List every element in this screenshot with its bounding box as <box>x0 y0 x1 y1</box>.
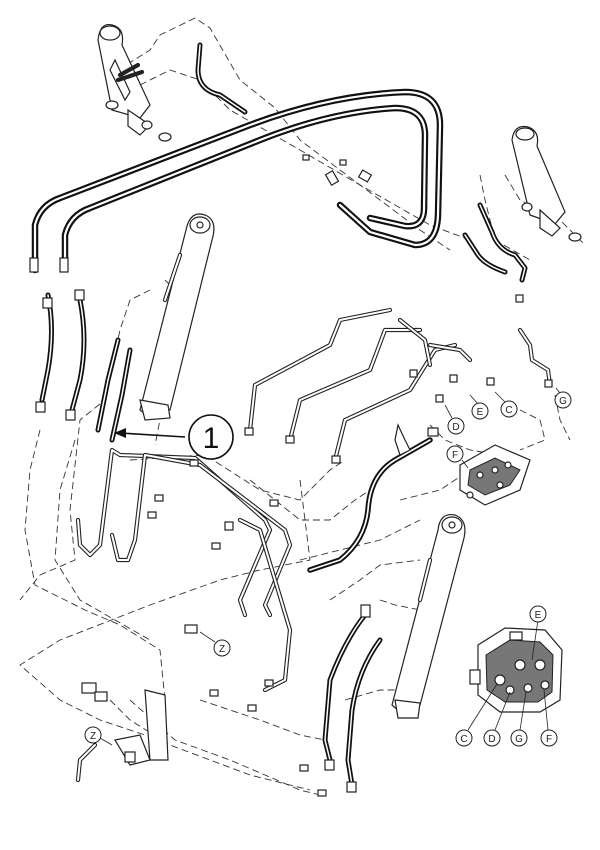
item-1-circle <box>188 414 234 460</box>
callout-valve-g: G <box>510 691 528 747</box>
middle-left-cylinder <box>139 213 215 421</box>
control-valve-inset <box>469 627 563 713</box>
callout-z2: Z <box>84 726 113 746</box>
left-hoses <box>29 257 133 443</box>
callout-c: C <box>494 391 518 418</box>
callout-valve-f-label: F <box>546 734 552 745</box>
callout-valve-d-label: D <box>488 734 495 745</box>
callout-z1: Z <box>199 631 231 657</box>
callout-valve-c: C <box>455 683 498 747</box>
callout-valve-c-label: C <box>460 734 467 745</box>
callout-e: E <box>469 394 489 420</box>
callout-g-label: G <box>559 396 567 407</box>
callout-d-label: D <box>452 422 459 433</box>
callout-f-label: F <box>452 450 458 461</box>
lower-left-bracket <box>81 682 169 766</box>
dashed-routing-lines <box>19 17 586 796</box>
callout-c-label: C <box>505 405 512 416</box>
lower-right-cylinder <box>391 513 466 719</box>
lower-hoses <box>322 604 383 793</box>
center-hose <box>307 423 439 573</box>
callout-g: G <box>554 387 572 409</box>
middle-fittings <box>147 294 553 797</box>
steel-tubes <box>75 307 553 783</box>
top-right-cylinder <box>511 125 582 242</box>
callout-z2-label: Z <box>90 731 96 742</box>
top-center-fittings <box>302 154 373 187</box>
item-1-marker: 1 <box>114 414 234 460</box>
callout-z1-label: Z <box>219 644 225 655</box>
top-hose <box>195 42 248 115</box>
callout-e-label: E <box>477 407 484 418</box>
main-loop-hose <box>31 88 444 274</box>
callout-valve-e-label: E <box>535 610 542 621</box>
callout-valve-f: F <box>540 689 558 747</box>
item-1-label: 1 <box>203 422 220 455</box>
callout-valve-d: D <box>483 691 511 747</box>
right-upper-hose <box>462 202 528 283</box>
callout-valve-e: E <box>529 605 547 661</box>
callout-d: D <box>444 404 465 435</box>
control-valve-upper <box>459 444 531 506</box>
callout-valve-g-label: G <box>515 734 523 745</box>
top-left-cylinder <box>97 23 172 142</box>
callout-f: F <box>446 445 469 469</box>
